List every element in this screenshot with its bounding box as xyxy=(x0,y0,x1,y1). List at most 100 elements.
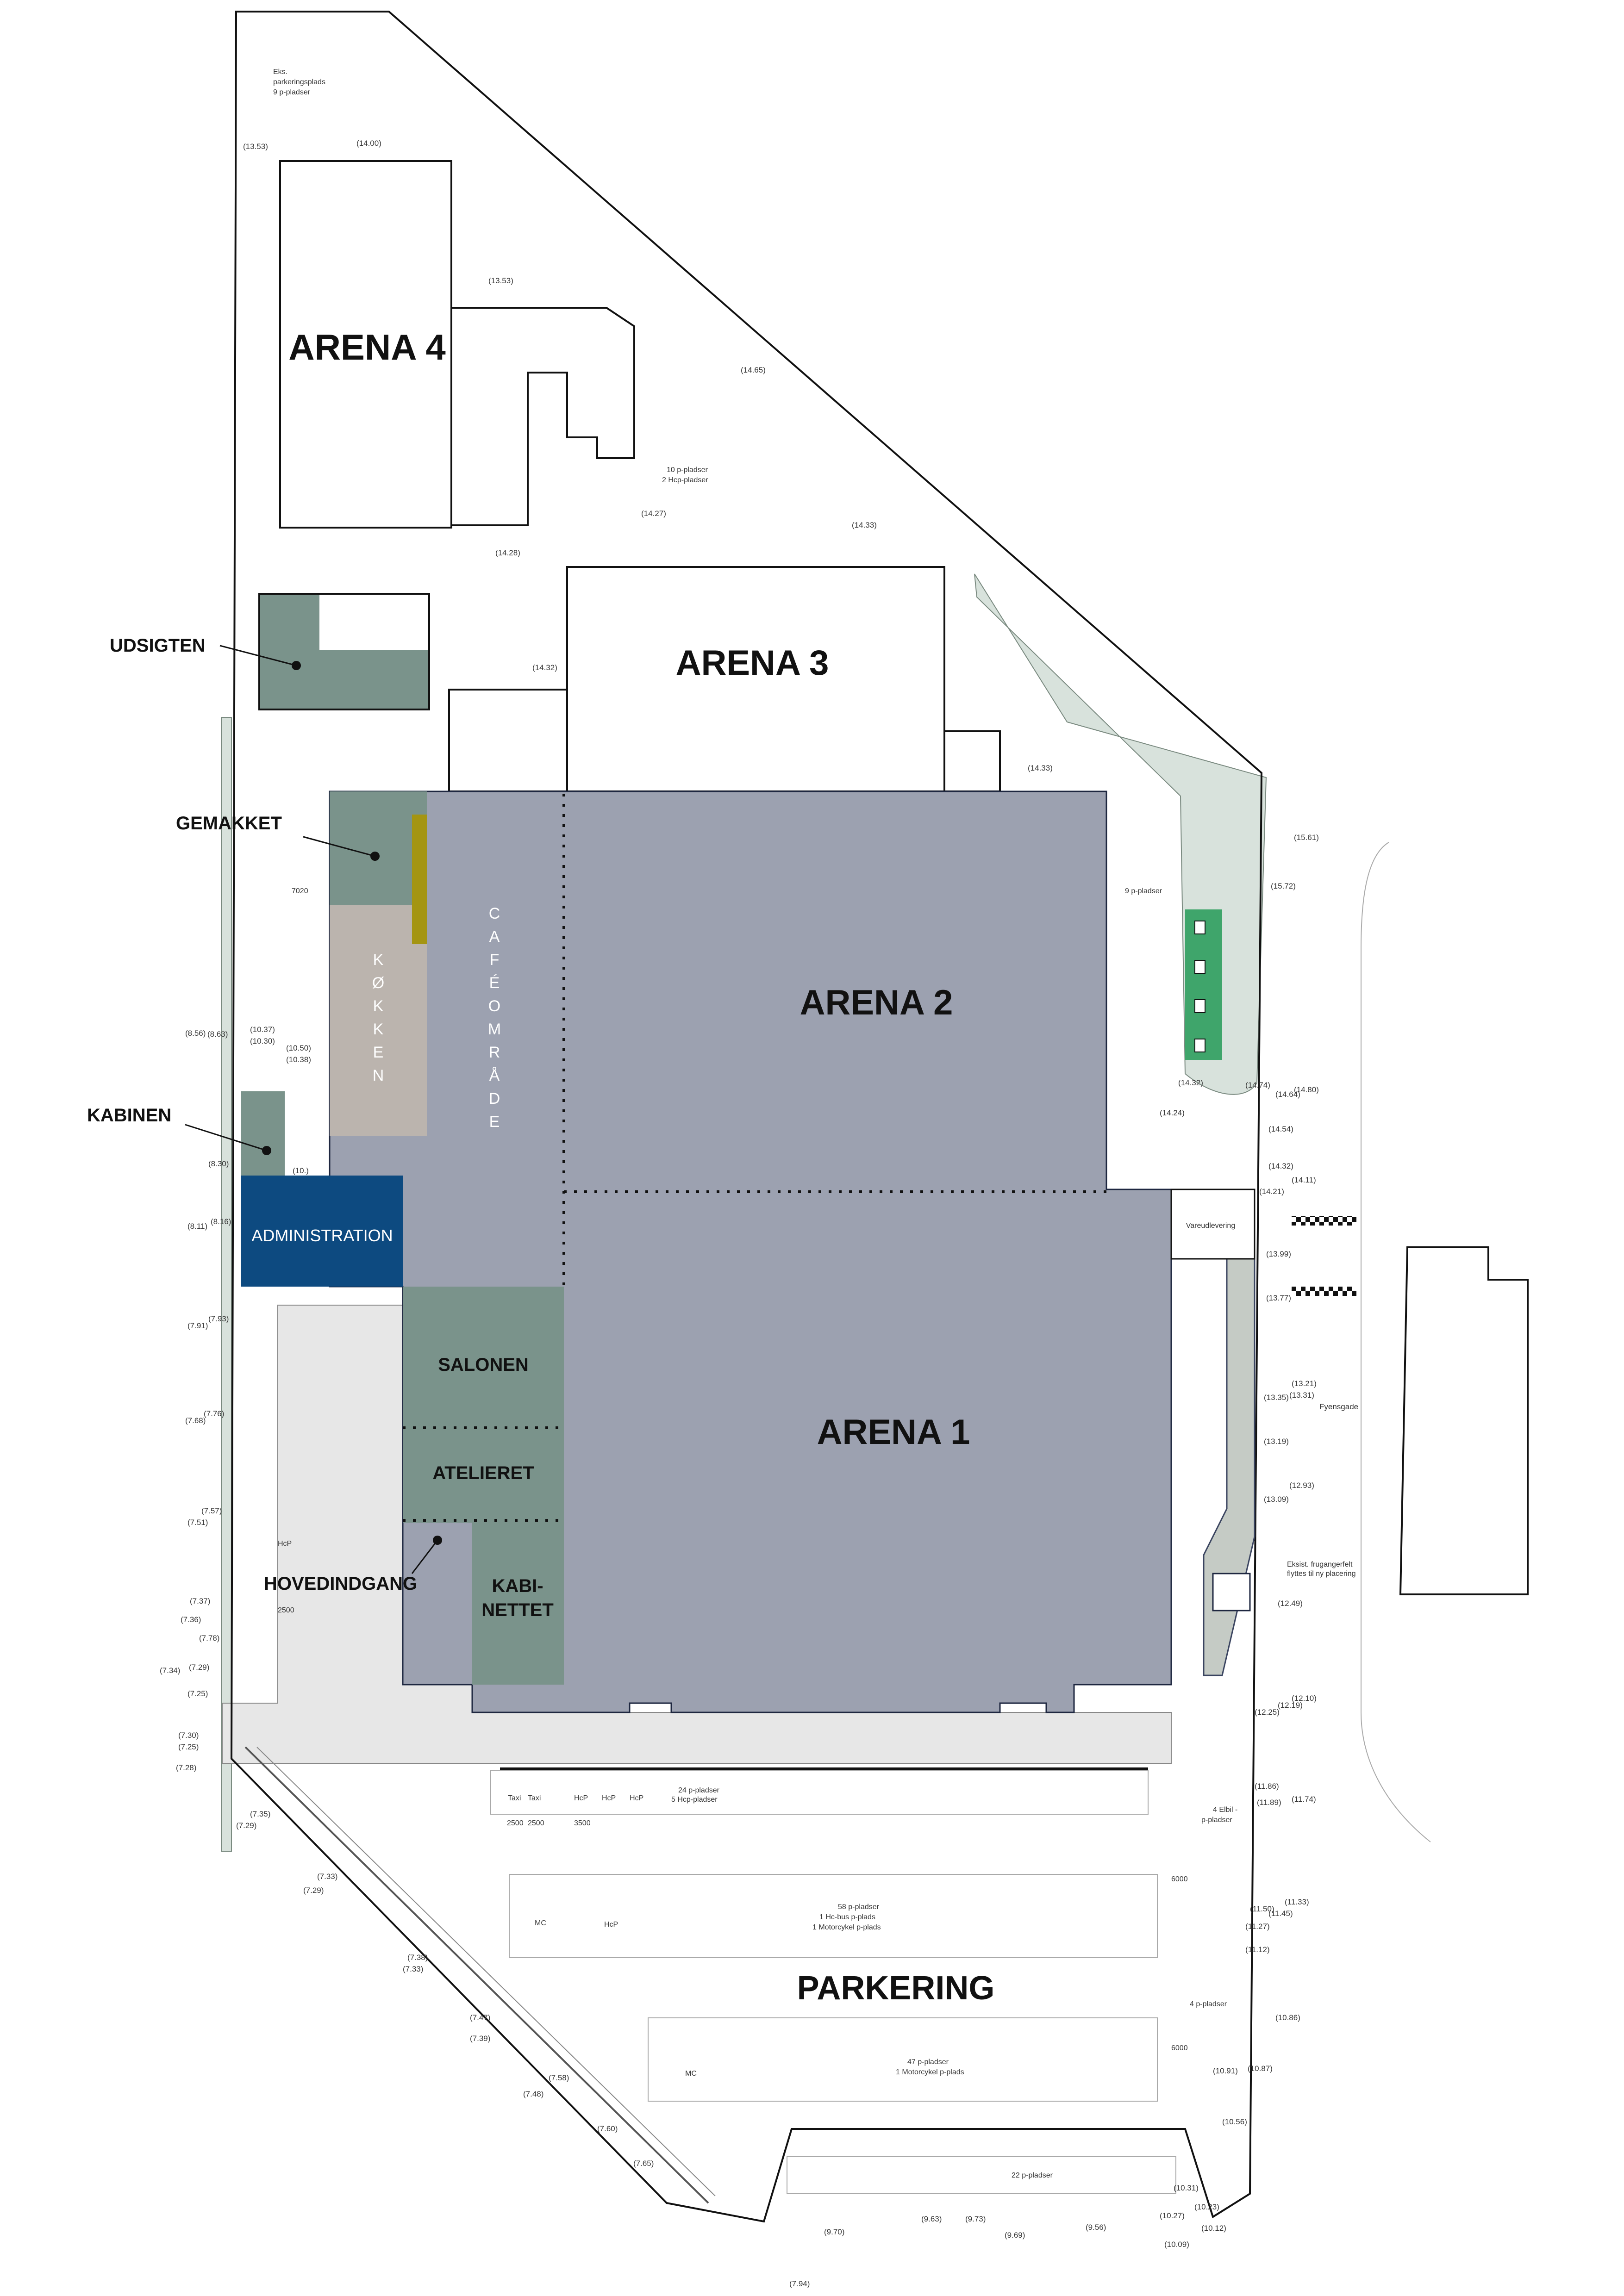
elevation: (7.57) xyxy=(201,1506,222,1515)
elevation: (9.69) xyxy=(1005,2231,1025,2240)
elevation: (11.27) xyxy=(1245,1922,1270,1931)
note-eks-2: parkeringsplads xyxy=(273,78,325,86)
kitchen-letter: K xyxy=(373,951,384,969)
cafe-letter: D xyxy=(489,1090,500,1108)
arena-3-label: ARENA 3 xyxy=(676,643,829,683)
note-hcp-1: HcP xyxy=(574,1794,588,1802)
elevation: (13.35) xyxy=(1264,1393,1289,1402)
elevation: (8.30) xyxy=(208,1159,229,1168)
elevation: (9.63) xyxy=(921,2215,942,2223)
kitchen-letter: K xyxy=(373,1020,384,1038)
gemakket-label: GEMAKKET xyxy=(176,813,282,834)
elevation: (10.31) xyxy=(1174,2184,1199,2192)
elevation: (10.) xyxy=(293,1166,309,1175)
site-boundary xyxy=(230,11,1263,2223)
note-elbil-2: p-pladser xyxy=(1201,1816,1232,1824)
note-mc-2: MC xyxy=(685,2070,697,2078)
note-elbil-1: 4 Elbil - xyxy=(1213,1806,1237,1814)
salonen-label: SALONEN xyxy=(438,1355,529,1375)
callout-kabinen: KABINEN xyxy=(87,1105,271,1155)
elevation: (13.53) xyxy=(488,276,513,285)
elevation: (9.56) xyxy=(1086,2223,1106,2232)
elevation: (14.33) xyxy=(852,521,877,529)
elevation: (7.68) xyxy=(185,1416,206,1425)
neighbor-building-east xyxy=(1399,1246,1529,1595)
elevation: (8.11) xyxy=(187,1222,207,1231)
elevation: (14.80) xyxy=(1294,1085,1319,1094)
elevation: (13.09) xyxy=(1264,1495,1289,1504)
note-d2500-a: 2500 xyxy=(507,1819,524,1827)
elevation: (7.91) xyxy=(187,1321,208,1330)
olive-bar xyxy=(412,815,427,944)
parking-marker xyxy=(1194,960,1206,974)
note-hcp-4: HcP xyxy=(278,1540,292,1548)
elevation-readings: (13.53) (14.00) (13.53) (14.65) (14.27) … xyxy=(160,139,1319,2288)
note-d7020: 7020 xyxy=(292,887,308,895)
green-strip-west xyxy=(221,717,232,1852)
arena-4-label: ARENA 4 xyxy=(288,327,446,367)
administration-zone xyxy=(241,1176,403,1287)
kitchen-letter: N xyxy=(373,1067,384,1084)
callout-gemakket: GEMAKKET xyxy=(176,813,380,861)
note-p58-2: 1 Hc-bus p-plads xyxy=(819,1913,875,1921)
kitchen-zone xyxy=(330,905,427,1136)
kabinettet-zone xyxy=(472,1523,564,1685)
elevation: (7.25) xyxy=(187,1689,208,1698)
cafe-letter: C xyxy=(489,905,500,922)
vareudlevering-box xyxy=(1170,1188,1255,1260)
note-p47-2: 1 Motorcykel p-plads xyxy=(896,2068,964,2076)
kabinen-label: KABINEN xyxy=(87,1105,171,1126)
cafe-letter: M xyxy=(488,1020,501,1038)
elevation: (7.78) xyxy=(199,1634,219,1643)
cafe-label: C A F É O M R Å D E xyxy=(488,905,501,1131)
elevation: (11.50) xyxy=(1250,1904,1274,1913)
elevation: (7.60) xyxy=(597,2124,618,2133)
note-hcp-3: HcP xyxy=(630,1794,643,1802)
cafe-letter: R xyxy=(489,1044,500,1061)
kitchen-letter: Ø xyxy=(372,974,384,992)
arena-main-complex xyxy=(329,790,1172,1713)
elevation: (7.93) xyxy=(208,1314,229,1323)
elevation: (14.32) xyxy=(532,663,557,672)
elevation: (11.45) xyxy=(1268,1909,1293,1918)
callout-hovedindgang: HOVEDINDGANG xyxy=(264,1536,442,1594)
elevation: (14.21) xyxy=(1259,1187,1284,1196)
note-p58-3: 1 Motorcykel p-plads xyxy=(812,1923,881,1931)
elevation: (7.33) xyxy=(317,1872,337,1881)
fyensgade-road-edge xyxy=(1361,842,1431,1842)
eksist-note-1: Eksist. frugangerfelt xyxy=(1287,1561,1353,1568)
elevation: (13.21) xyxy=(1292,1379,1317,1388)
elevation: (12.49) xyxy=(1278,1599,1303,1608)
arena-2-label: ARENA 2 xyxy=(800,983,953,1022)
elevation: (12.10) xyxy=(1292,1694,1317,1703)
elevation: (10.87) xyxy=(1248,2064,1273,2073)
elevation: (15.61) xyxy=(1294,833,1319,842)
elevation: (13.31) xyxy=(1289,1391,1314,1400)
elevation: (11.74) xyxy=(1292,1795,1316,1804)
note-p22: 22 p-pladser xyxy=(1012,2172,1053,2179)
elevation: (9.73) xyxy=(965,2215,986,2223)
cafe-letter: F xyxy=(490,951,500,969)
elevation: (14.11) xyxy=(1292,1176,1316,1184)
elevation: (7.33) xyxy=(403,1965,423,1973)
udsigten-zone xyxy=(260,595,428,709)
elevation: (7.29) xyxy=(303,1886,324,1895)
elevation: (10.50) xyxy=(286,1044,311,1052)
elevation: (12.19) xyxy=(1278,1701,1303,1710)
note-eks-1: Eks. xyxy=(273,68,287,76)
elevation: (8.56) xyxy=(185,1029,206,1038)
elevation: (10.38) xyxy=(286,1055,311,1064)
note-p9: 9 p-pladser xyxy=(1125,887,1162,895)
crosswalk-top xyxy=(1292,1216,1356,1226)
parking-marker xyxy=(1194,921,1206,934)
elevation: (15.72) xyxy=(1271,882,1296,890)
elevation: (10.56) xyxy=(1222,2117,1247,2126)
arena-1-label: ARENA 1 xyxy=(817,1412,970,1452)
elevation: (7.35) xyxy=(250,1810,270,1818)
elevation: (10.37) xyxy=(250,1025,275,1034)
elevation: (14.28) xyxy=(495,548,520,557)
elevation: (14.33) xyxy=(1028,764,1053,772)
elevation: (13.19) xyxy=(1264,1437,1289,1446)
elevation: (13.99) xyxy=(1266,1250,1291,1258)
hovedindgang-label: HOVEDINDGANG xyxy=(264,1574,417,1594)
